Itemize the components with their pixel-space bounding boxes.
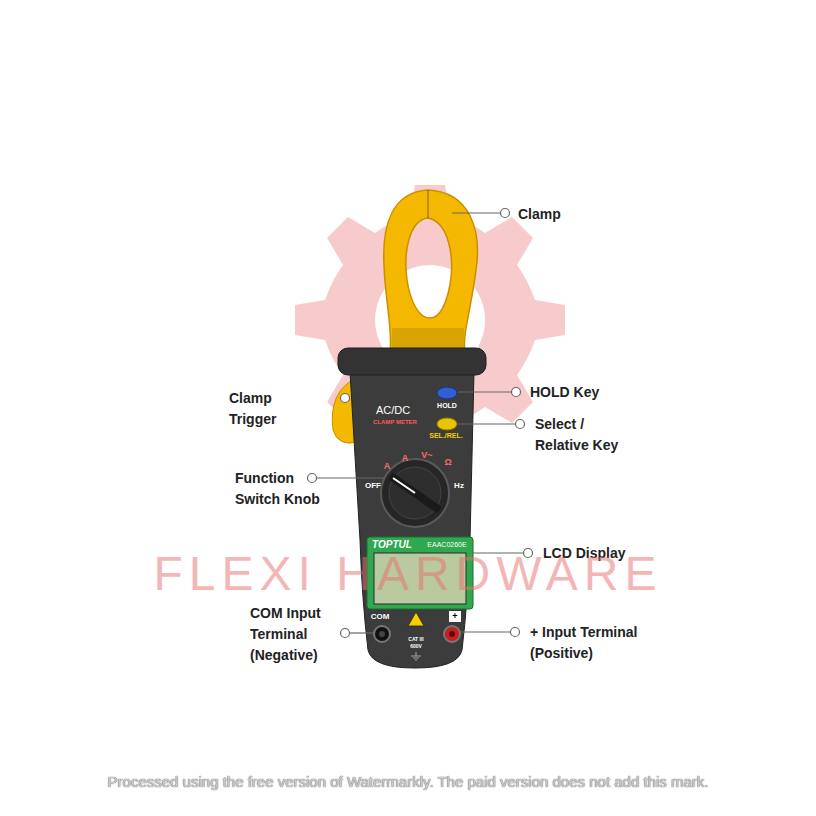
model-text: EAAC0260E <box>427 541 466 548</box>
ground-symbol <box>411 652 421 660</box>
dial-symbol: Ω <box>444 458 451 467</box>
watermark-note: Processed using the free version of Wate… <box>108 774 709 789</box>
button-text: HOLD <box>437 402 457 409</box>
rating-text: 600V <box>410 644 422 649</box>
knob-grip <box>388 473 442 514</box>
hold-button <box>437 387 457 399</box>
dial-symbol: A <box>402 454 409 463</box>
brand-text: TOPTUL <box>372 540 412 550</box>
watermark-text: FLEXI HARDWARE <box>154 550 663 598</box>
rating-text: CAT III <box>408 637 423 642</box>
com-jack <box>374 626 390 642</box>
callout-label: Clamp <box>518 204 561 225</box>
warning-triangle <box>408 612 424 626</box>
clamp-jaw <box>384 190 478 352</box>
plus-tag <box>449 611 461 622</box>
select-button <box>437 418 457 430</box>
terminal-text: + <box>452 612 457 621</box>
dial-symbol: A <box>384 462 391 471</box>
callout-label: Function Switch Knob <box>235 468 330 510</box>
callout-label: Clamp Trigger <box>229 388 291 430</box>
callout-label: Select / Relative Key <box>535 414 635 456</box>
plus-jack <box>444 626 460 642</box>
knob-inner <box>389 467 441 519</box>
panel-text: AC/DC <box>376 405 410 416</box>
callout-label: HOLD Key <box>530 382 599 403</box>
callout-label: + Input Terminal (Positive) <box>530 622 652 664</box>
button-text: SEL./REL. <box>429 432 462 439</box>
jaw-split <box>428 190 429 218</box>
plus-jack-hole <box>449 631 455 637</box>
dial-text: Hz <box>454 482 464 490</box>
com-jack-hole <box>379 631 385 637</box>
function-knob <box>381 459 449 527</box>
panel-text: CLAMP METER <box>373 419 417 425</box>
dial-text: OFF <box>365 482 381 490</box>
callout-label: COM Input Terminal (Negative) <box>250 603 330 666</box>
knob-pointer <box>393 478 415 493</box>
terminal-text: COM <box>371 613 390 621</box>
meter-body <box>350 372 474 668</box>
meter-head <box>338 348 486 375</box>
dial-symbol: V~ <box>421 451 432 460</box>
